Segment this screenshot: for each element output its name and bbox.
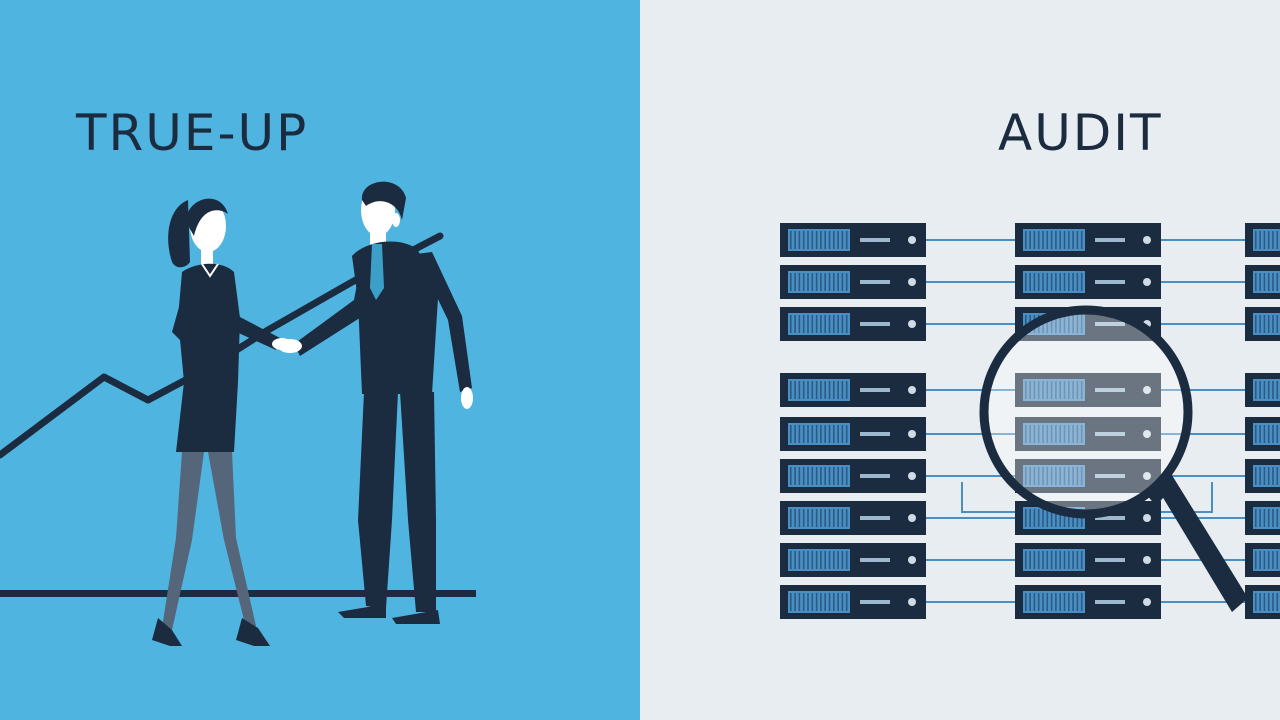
server-unit (780, 543, 926, 577)
audit-title: AUDIT (998, 104, 1163, 162)
server-unit (780, 585, 926, 619)
server-unit (1015, 265, 1161, 299)
audit-panel: AUDIT (640, 0, 1280, 720)
true-up-panel: TRUE-UP (0, 0, 640, 720)
server-unit (1245, 223, 1280, 257)
server-unit (780, 223, 926, 257)
audit-illustration (640, 0, 1280, 720)
server-unit (1245, 373, 1280, 407)
server-unit (1245, 585, 1280, 619)
server-unit (1245, 543, 1280, 577)
server-unit (780, 501, 926, 535)
server-unit (1245, 265, 1280, 299)
server-unit (1245, 417, 1280, 451)
true-up-title: TRUE-UP (76, 104, 309, 162)
server-unit (1245, 307, 1280, 341)
server-unit (1245, 459, 1280, 493)
right-panel-background (640, 0, 1280, 720)
server-unit (1015, 543, 1161, 577)
server-unit (1015, 417, 1161, 451)
server-unit (1015, 373, 1161, 407)
man-figure (278, 181, 473, 624)
magnifying-glass-icon (979, 305, 1248, 612)
server-unit (780, 307, 926, 341)
server-unit (1245, 501, 1280, 535)
server-unit (1015, 585, 1161, 619)
woman-figure (152, 198, 292, 646)
server-unit (780, 265, 926, 299)
server-unit (780, 373, 926, 407)
server-unit (1015, 223, 1161, 257)
left-panel-background (0, 0, 640, 720)
handshake-illustration (0, 0, 640, 720)
server-unit (780, 459, 926, 493)
server-unit (780, 417, 926, 451)
server-unit (1015, 459, 1161, 493)
